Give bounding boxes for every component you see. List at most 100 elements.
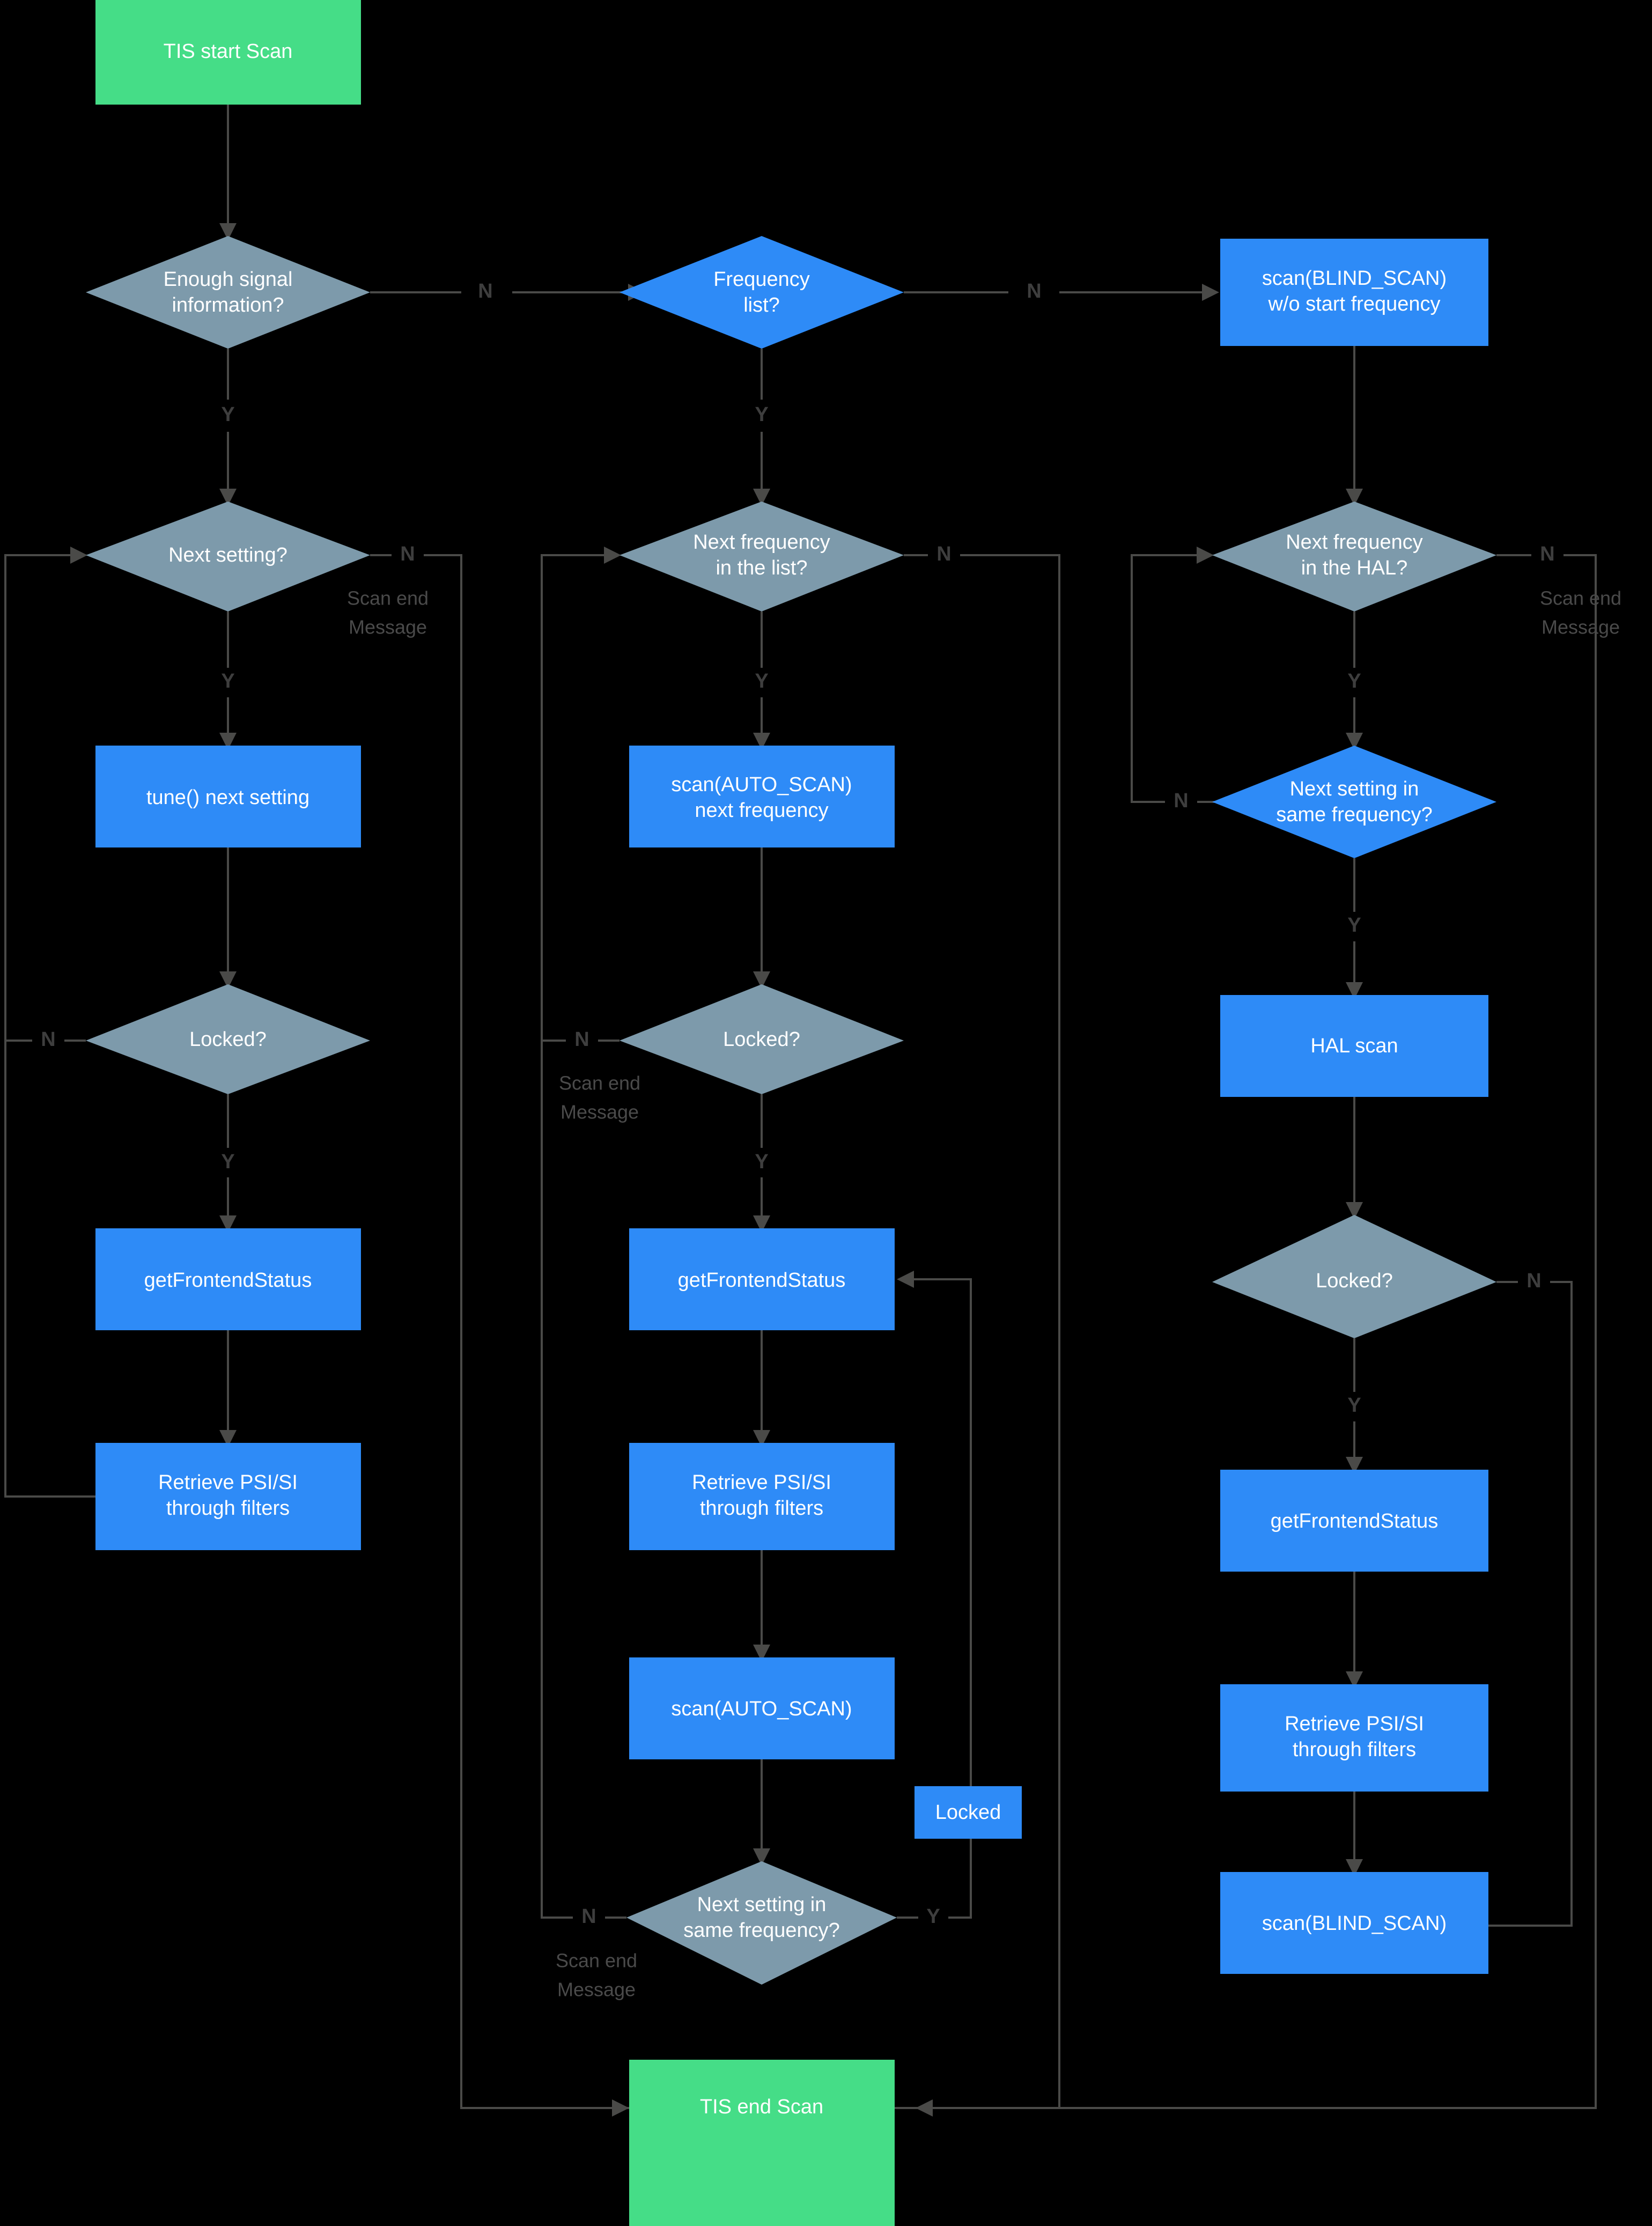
edge-lockedright-n-to-blindscan: [1420, 1281, 1573, 1934]
blind-scan-label: scan(BLIND_SCAN): [1262, 1912, 1447, 1935]
edge-nextsettingmid-y-loop: [897, 1271, 972, 1919]
edge-label-n3: N: [400, 543, 415, 565]
note-scan-end-left-2: Message: [349, 616, 427, 638]
get-fe-status-left-label: getFrontendStatus: [144, 1269, 312, 1292]
edge-nextsetting-n-to-end: [424, 554, 629, 2117]
edge-label-y5: Y: [1347, 670, 1361, 692]
next-setting-same-freq-mid-label-2: same frequency?: [683, 1919, 840, 1942]
start-label: TIS start Scan: [164, 40, 293, 63]
next-setting-shape: [86, 502, 370, 611]
auto-scan-next-freq-label-2: next frequency: [695, 799, 828, 822]
node-locked-right[interactable]: Locked?: [1212, 1215, 1496, 1338]
edge-label-n10: N: [581, 1905, 596, 1928]
note-scan-end-right-2: Message: [1542, 616, 1620, 638]
note-scan-end-left-1: Scan end: [347, 587, 429, 609]
hal-scan-label: HAL scan: [1310, 1035, 1398, 1057]
retrieve-left-shape: [95, 1443, 361, 1550]
notes-layer: Scan end Message Scan end Message Scan e…: [347, 587, 1621, 2001]
node-get-fe-status-mid[interactable]: getFrontendStatus: [629, 1228, 895, 1330]
next-freq-hal-shape: [1212, 502, 1496, 611]
edge-label-y10: Y: [926, 1905, 940, 1928]
blind-scan-no-start-label-1: scan(BLIND_SCAN): [1262, 267, 1447, 290]
node-auto-scan-next-freq[interactable]: scan(AUTO_SCAN) next frequency: [629, 746, 895, 847]
edge-label-y3: Y: [221, 670, 234, 692]
retrieve-mid-shape: [629, 1443, 895, 1550]
next-setting-same-freq-right-shape: [1212, 746, 1496, 858]
node-locked-mid[interactable]: Locked?: [620, 984, 904, 1094]
get-fe-status-right-label: getFrontendStatus: [1271, 1510, 1439, 1532]
edge-label-n8: N: [574, 1028, 589, 1051]
node-retrieve-right[interactable]: Retrieve PSI/SI through filters: [1220, 1684, 1488, 1792]
locked-left-label: Locked?: [189, 1028, 267, 1051]
node-next-setting-same-freq-right[interactable]: Next setting in same frequency?: [1212, 746, 1496, 858]
node-blind-scan-no-start[interactable]: scan(BLIND_SCAN) w/o start frequency: [1220, 239, 1488, 346]
edge-label-n4: N: [936, 543, 951, 565]
edge-nextsettingmid-n-loop: [541, 555, 573, 1919]
next-freq-hal-label-1: Next frequency: [1286, 531, 1423, 554]
node-end[interactable]: TIS end Scan: [629, 2060, 895, 2226]
node-start[interactable]: TIS start Scan: [95, 0, 361, 105]
enough-signal-shape: [86, 236, 370, 349]
locked-badge-shape: [914, 1786, 1022, 1839]
locked-left-shape: [86, 984, 370, 1094]
edge-nextfreqhal-n-to-end: [916, 554, 1597, 2117]
node-frequency-list[interactable]: Frequency list?: [620, 236, 904, 349]
node-next-setting[interactable]: Next setting?: [86, 502, 370, 611]
note-scan-end-mid-2: Message: [560, 1101, 639, 1123]
next-setting-same-freq-mid-shape: [626, 1861, 897, 1985]
edge-label-n6: N: [1174, 790, 1188, 812]
next-freq-list-label-2: in the list?: [716, 557, 807, 579]
node-retrieve-mid[interactable]: Retrieve PSI/SI through filters: [629, 1443, 895, 1550]
end-shape: [629, 2060, 895, 2226]
edge-label-n5: N: [1540, 543, 1554, 565]
get-fe-status-left-shape: [95, 1228, 361, 1330]
edge-label-y6: Y: [1347, 914, 1361, 937]
frequency-list-shape: [620, 236, 904, 349]
edge-label-y9: Y: [1347, 1394, 1361, 1417]
edge-nextsettingright-n-loop: [1131, 547, 1214, 803]
retrieve-left-label-2: through filters: [166, 1497, 290, 1520]
node-retrieve-left[interactable]: Retrieve PSI/SI through filters: [95, 1443, 361, 1550]
node-enough-signal[interactable]: Enough signal information?: [86, 236, 370, 349]
node-locked-badge[interactable]: Locked: [914, 1786, 1022, 1839]
next-freq-list-shape: [620, 502, 904, 611]
edge-label-n9: N: [1526, 1270, 1541, 1292]
blind-scan-no-start-shape: [1220, 239, 1488, 346]
node-tune-next-setting[interactable]: tune() next setting: [95, 746, 361, 847]
enough-signal-label-1: Enough signal: [164, 268, 293, 291]
node-auto-scan[interactable]: scan(AUTO_SCAN): [629, 1657, 895, 1759]
auto-scan-shape: [629, 1657, 895, 1759]
end-label: TIS end Scan: [700, 2096, 823, 2118]
edge-label-y8: Y: [755, 1151, 768, 1173]
retrieve-right-label-2: through filters: [1293, 1738, 1416, 1761]
note-scan-end-mid2-2: Message: [557, 1979, 636, 2001]
node-blind-scan[interactable]: scan(BLIND_SCAN): [1220, 1872, 1488, 1974]
edge-label-n2: N: [1027, 280, 1041, 303]
edge-lockedmid-n-loop: [541, 547, 621, 1042]
node-next-freq-hal[interactable]: Next frequency in the HAL?: [1212, 502, 1496, 611]
next-freq-list-label-1: Next frequency: [693, 531, 830, 554]
retrieve-right-label-1: Retrieve PSI/SI: [1285, 1713, 1424, 1735]
locked-mid-label: Locked?: [723, 1028, 800, 1051]
edge-label-y7: Y: [221, 1151, 234, 1173]
node-next-freq-list[interactable]: Next frequency in the list?: [620, 502, 904, 611]
node-hal-scan[interactable]: HAL scan: [1220, 995, 1488, 1097]
auto-scan-next-freq-shape: [629, 746, 895, 847]
node-get-fe-status-right[interactable]: getFrontendStatus: [1220, 1470, 1488, 1572]
edge-labels-layer: N N N N N N N N N N Y Y Y Y Y Y Y Y Y Y: [41, 280, 1554, 1928]
blind-scan-shape: [1220, 1872, 1488, 1974]
node-next-setting-same-freq-mid[interactable]: Next setting in same frequency?: [626, 1861, 897, 1985]
auto-scan-label: scan(AUTO_SCAN): [671, 1698, 852, 1720]
edge-label-y2: Y: [755, 403, 768, 426]
next-setting-same-freq-right-label-2: same frequency?: [1276, 804, 1433, 826]
get-fe-status-mid-shape: [629, 1228, 895, 1330]
edge-retrieveleft-loopback: [4, 555, 95, 1498]
note-scan-end-right-1: Scan end: [1540, 587, 1621, 609]
note-scan-end-mid2-1: Scan end: [556, 1950, 637, 1972]
blind-scan-no-start-label-2: w/o start frequency: [1267, 293, 1440, 315]
node-get-fe-status-left[interactable]: getFrontendStatus: [95, 1228, 361, 1330]
node-locked-left[interactable]: Locked?: [86, 984, 370, 1094]
edge-label-n7: N: [41, 1028, 55, 1051]
